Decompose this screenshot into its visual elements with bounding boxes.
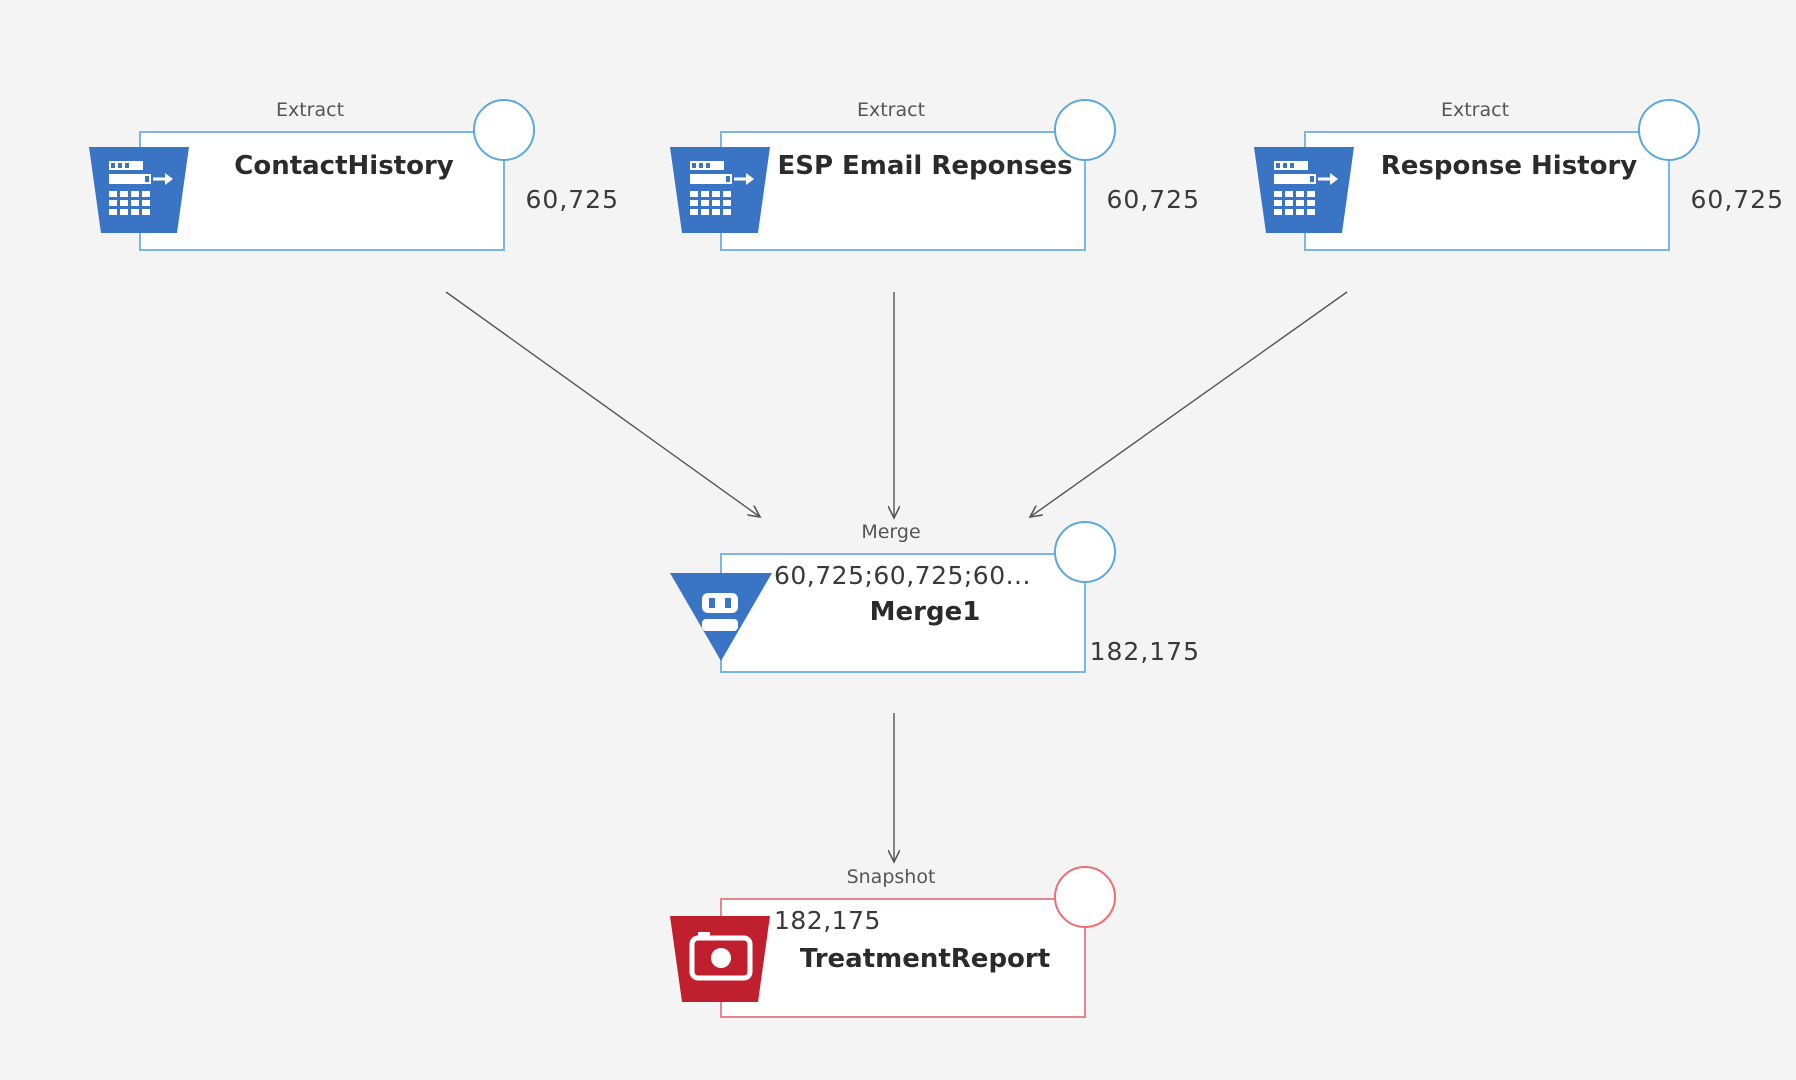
node-record-count: 60,725 (525, 185, 619, 214)
node-name: Response History (1380, 151, 1638, 181)
node-box[interactable] (139, 131, 505, 251)
node-type-label: Extract (856, 99, 926, 121)
status-circle[interactable] (1054, 866, 1116, 928)
connector-contacthistory-to-merge1 (445, 291, 760, 517)
node-name: Merge1 (869, 597, 981, 627)
node-input-counts: 60,725;60,725;60... (774, 561, 1031, 590)
node-name: TreatmentReport (799, 944, 1051, 974)
node-name: ESP Email Reponses (777, 151, 1073, 181)
node-box[interactable] (720, 131, 1086, 251)
status-circle[interactable] (1054, 99, 1116, 161)
merge-icon (670, 573, 772, 661)
node-type-label: Merge (861, 521, 921, 543)
status-circle[interactable] (473, 99, 535, 161)
node-name: ContactHistory (234, 151, 454, 181)
node-type-label: Snapshot (846, 866, 936, 888)
node-box[interactable] (1304, 131, 1670, 251)
snapshot-camera-icon (670, 916, 770, 1002)
node-merge1[interactable]: Merge 60,725;60,725;60... Merge1 182,175 (670, 521, 1230, 691)
node-box[interactable] (720, 898, 1086, 1018)
connector-responsehistory-to-merge1 (1030, 291, 1348, 517)
node-type-label: Extract (1440, 99, 1510, 121)
node-treatmentreport[interactable]: Snapshot 182,175 TreatmentReport (670, 866, 1230, 1036)
table-extract-icon (670, 147, 770, 233)
table-extract-icon (89, 147, 189, 233)
node-record-count: 60,725 (1106, 185, 1200, 214)
status-circle[interactable] (1638, 99, 1700, 161)
node-record-count: 60,725 (1690, 185, 1784, 214)
status-circle[interactable] (1054, 521, 1116, 583)
node-contacthistory[interactable]: Extract ContactHistory 60,725 (89, 99, 649, 269)
node-response-history[interactable]: Extract Response History 60,725 (1254, 99, 1796, 269)
node-type-label: Extract (275, 99, 345, 121)
node-record-count: 182,175 (1089, 637, 1200, 666)
node-box[interactable] (720, 553, 1086, 673)
node-esp-email-reponses[interactable]: Extract ESP Email Reponses 60,725 (670, 99, 1230, 269)
node-input-counts: 182,175 (774, 906, 881, 935)
table-extract-icon (1254, 147, 1354, 233)
